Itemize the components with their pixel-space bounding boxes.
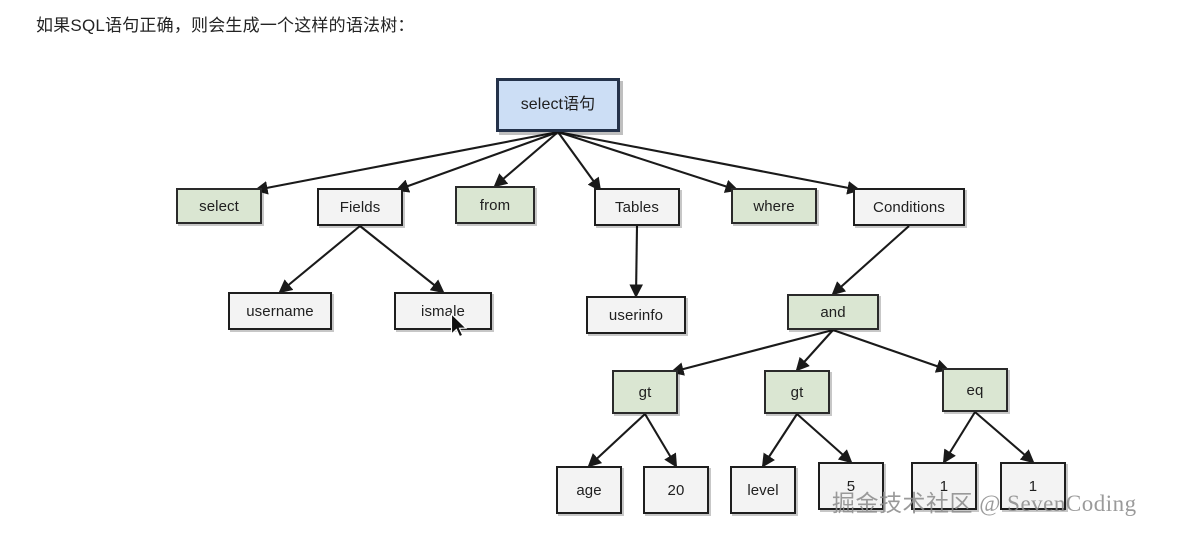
tree-node-label: ismale — [421, 302, 465, 320]
tree-node-userinfo[interactable]: userinfo — [586, 296, 686, 334]
tree-node-label: 20 — [667, 481, 685, 499]
tree-node-label: 1 — [1028, 477, 1038, 495]
tree-node-label: Fields — [339, 198, 381, 216]
edge-eq-to-n1a — [942, 411, 976, 464]
tree-node-where[interactable]: where — [731, 188, 817, 224]
tree-node-eq[interactable]: eq — [942, 368, 1008, 412]
tree-node-age[interactable]: age — [556, 466, 622, 514]
tree-node-label: from — [479, 196, 511, 214]
tree-node-gt1[interactable]: gt — [612, 370, 678, 414]
tree-node-username[interactable]: username — [228, 292, 332, 330]
tree-node-select[interactable]: select — [176, 188, 262, 224]
edge-and-to-gt2 — [795, 329, 834, 372]
edge-fields-to-ismale — [359, 225, 445, 294]
tree-node-n20[interactable]: 20 — [643, 466, 709, 514]
tree-node-from[interactable]: from — [455, 186, 535, 224]
tree-node-label: Conditions — [873, 198, 945, 216]
edge-root-to-conditions — [557, 130, 862, 195]
tree-node-label: eq — [966, 381, 984, 399]
tree-node-label: 1 — [939, 477, 949, 495]
tree-node-ismale[interactable]: ismale — [394, 292, 492, 330]
tree-node-tables[interactable]: Tables — [594, 188, 680, 226]
tree-node-level[interactable]: level — [730, 466, 796, 514]
tree-node-n5[interactable]: 5 — [818, 462, 884, 510]
tree-node-label: select — [199, 197, 239, 215]
edge-gt1-to-n20 — [644, 413, 678, 468]
edge-and-to-eq — [832, 329, 950, 373]
tree-node-label: level — [747, 481, 779, 499]
edge-eq-to-n1b — [974, 411, 1035, 464]
edge-gt2-to-n5 — [796, 413, 853, 464]
edge-conditions-to-and — [831, 225, 910, 296]
watermark: 掘金技术社区 @ SevenCoding — [832, 491, 1137, 516]
edge-root-to-where — [557, 131, 739, 193]
edge-fields-to-username — [278, 225, 361, 294]
tree-node-n1a[interactable]: 1 — [911, 462, 977, 510]
tree-node-label: where — [753, 197, 795, 215]
edge-root-to-from — [493, 131, 559, 188]
edge-root-to-fields — [395, 131, 559, 193]
edge-tables-to-userinfo — [629, 225, 643, 299]
tree-node-label: select语句 — [520, 96, 596, 113]
tree-node-gt2[interactable]: gt — [764, 370, 830, 414]
tree-node-label: gt — [638, 383, 652, 401]
tree-node-label: 5 — [846, 477, 856, 495]
edge-and-to-gt1 — [670, 328, 834, 376]
page-title: 如果SQL语句正确，则会生成一个这样的语法树： — [36, 16, 415, 35]
tree-node-label: age — [576, 481, 602, 499]
tree-node-fields[interactable]: Fields — [317, 188, 403, 226]
edge-gt1-to-age — [587, 413, 646, 468]
tree-node-label: username — [246, 302, 314, 320]
tree-node-label: userinfo — [608, 306, 664, 324]
tree-node-label: Tables — [615, 198, 659, 216]
edge-root-to-select — [253, 130, 559, 195]
tree-node-conditions[interactable]: Conditions — [853, 188, 965, 226]
edge-gt2-to-level — [761, 413, 798, 468]
edge-root-to-tables — [557, 131, 602, 192]
tree-node-n1b[interactable]: 1 — [1000, 462, 1066, 510]
tree-node-and[interactable]: and — [787, 294, 879, 330]
tree-node-label: and — [820, 303, 846, 321]
tree-node-root[interactable]: select语句 — [496, 78, 620, 132]
tree-node-label: gt — [790, 383, 804, 401]
